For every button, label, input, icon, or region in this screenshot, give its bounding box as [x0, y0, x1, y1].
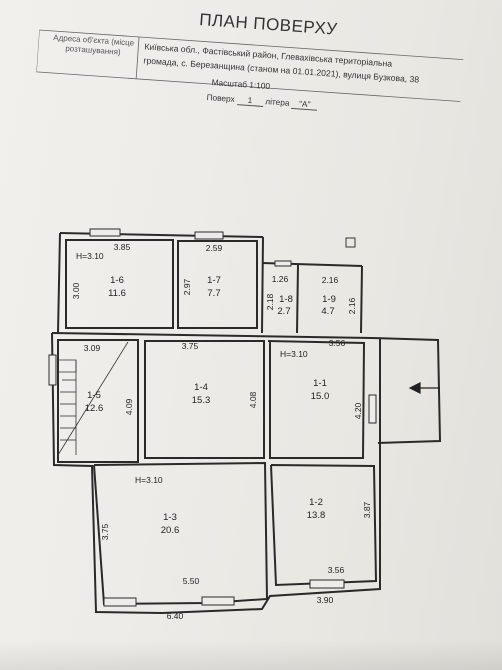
terrace-outline	[371, 337, 442, 444]
window-1-6	[89, 228, 121, 237]
room-1-2-outline	[270, 464, 378, 587]
wall-right-upper	[261, 236, 264, 334]
dim-1-26: 1.26	[272, 274, 289, 284]
dim-2-16a: 2.16	[322, 275, 339, 285]
room-1-8-area: 2.7	[277, 306, 290, 317]
height-label-3: H=3.10	[135, 475, 163, 485]
dim-3-90: 3.90	[317, 595, 334, 605]
window-1-2	[309, 579, 345, 589]
dim-3-75b: 3.75	[100, 523, 110, 540]
room-1-7-id: 1-7	[207, 275, 221, 286]
dim-4-08: 4.08	[248, 391, 258, 408]
room-1-1-id: 1-1	[313, 378, 327, 389]
room-1-2-id: 1-2	[309, 497, 323, 508]
dim-6-40: 6.40	[167, 611, 184, 621]
window-bath-top	[274, 260, 292, 267]
room-1-3-area: 20.6	[161, 525, 180, 536]
dim-4-20: 4.20	[353, 402, 363, 419]
room-1-8-id: 1-8	[279, 294, 293, 305]
dim-2-97: 2.97	[182, 278, 192, 295]
window-right-1-1	[368, 394, 377, 424]
room-1-3-id: 1-3	[163, 512, 177, 523]
window-1-3b	[201, 596, 235, 606]
dim-3-56b: 3.56	[328, 565, 345, 575]
address-block: Адреса об'єкта (місце розташування) Київ…	[35, 20, 464, 111]
wall-middle	[51, 332, 373, 339]
address-table-lines	[35, 29, 464, 102]
dim-3-56a: 3.56	[329, 338, 346, 348]
room-1-6-outline	[65, 239, 174, 329]
entrance-arrow	[408, 382, 440, 394]
window-1-3	[103, 597, 137, 607]
height-label-1: H=3.10	[76, 251, 104, 261]
wall-bath-right	[360, 265, 363, 334]
room-1-1-area: 15.0	[311, 391, 330, 402]
dim-3-75a: 3.75	[182, 341, 199, 351]
dim-3-09: 3.09	[84, 343, 101, 353]
wall-left-upper	[57, 232, 61, 334]
window-left-1-5	[48, 354, 57, 386]
room-1-9-id: 1-9	[322, 294, 336, 305]
stairs	[57, 341, 129, 456]
window-1-7	[194, 231, 224, 240]
room-1-4-id: 1-4	[194, 382, 208, 393]
dim-2-18: 2.18	[265, 293, 275, 310]
room-1-2-area: 13.8	[307, 510, 326, 521]
dim-3-00: 3.00	[71, 282, 81, 299]
room-1-7-outline	[177, 240, 258, 329]
page-bottom-shadow	[0, 640, 502, 670]
room-1-6-id: 1-6	[110, 275, 124, 286]
wall-left-lower	[51, 332, 163, 614]
room-1-5-outline	[57, 339, 139, 463]
dim-4-09: 4.09	[124, 398, 134, 415]
room-1-1-outline	[267, 340, 366, 459]
dim-2-59: 2.59	[206, 243, 223, 253]
wall-bottom	[161, 338, 381, 614]
room-1-3-outline	[93, 461, 269, 606]
room-1-9-area: 4.7	[321, 306, 334, 317]
dim-2-16b: 2.16	[347, 297, 357, 314]
north-marker	[345, 237, 356, 248]
room-1-5-id: 1-5	[87, 390, 101, 401]
room-1-7-area: 7.7	[207, 288, 220, 299]
height-label-2: H=3.10	[280, 349, 308, 359]
room-1-4-outline	[144, 340, 265, 459]
dim-3-87: 3.87	[362, 501, 372, 518]
dim-3-85: 3.85	[114, 242, 131, 252]
room-1-4-area: 15.3	[192, 395, 211, 406]
wall-bath-mid	[296, 264, 299, 334]
room-1-5-area: 12.6	[85, 403, 104, 414]
dim-5-50: 5.50	[183, 576, 200, 586]
room-1-6-area: 11.6	[108, 288, 126, 299]
